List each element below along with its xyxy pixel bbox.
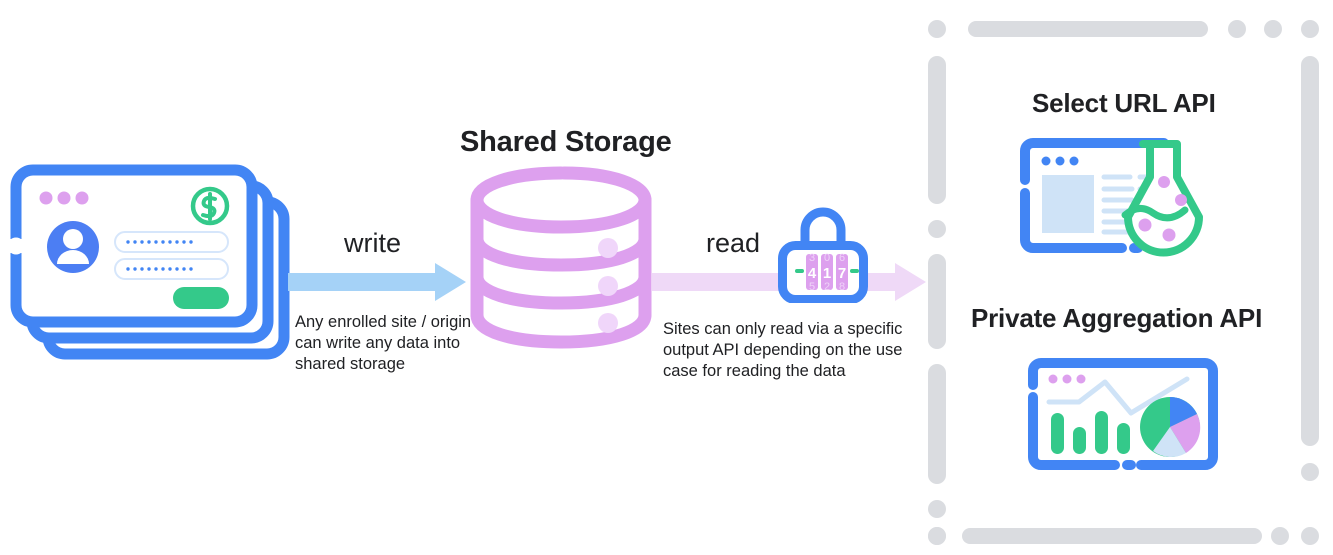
panel-border-dash (1228, 20, 1246, 38)
panel-border-dash (1301, 20, 1319, 38)
svg-text:3: 3 (809, 252, 815, 264)
panel-border-dash (928, 364, 946, 484)
browser-window-with-charts-icon (1027, 357, 1219, 479)
svg-text:8: 8 (839, 281, 845, 293)
panel-border-dash (962, 528, 1262, 544)
private-aggregation-api-title: Private Aggregation API (971, 303, 1263, 333)
svg-text:2: 2 (824, 281, 830, 293)
panel-border-dash (928, 254, 946, 349)
panel-border-dash (928, 527, 946, 545)
panel-border-dash (1301, 56, 1319, 446)
panel-border-dash (1301, 527, 1319, 545)
svg-text:6: 6 (839, 252, 845, 264)
write-flow-label: write (344, 228, 402, 258)
output-apis-panel (920, 8, 1325, 548)
write-flow-description: Any enrolled site / origin can write any… (295, 313, 472, 373)
read-flow-label: read (706, 228, 761, 258)
select-url-api-title: Select URL API (1032, 88, 1216, 118)
read-flow-description: Sites can only read via a specific outpu… (663, 320, 903, 380)
write-arrow (288, 262, 468, 302)
stacked-browser-login-cards-icon (7, 160, 298, 365)
shared-storage-title: Shared Storage (460, 126, 672, 158)
panel-border-dash (1301, 463, 1319, 481)
panel-border-dash (928, 500, 946, 518)
svg-text:1: 1 (823, 265, 831, 282)
panel-border-dash (1271, 527, 1289, 545)
database-cylinder-icon (466, 165, 656, 350)
panel-border-dash (928, 20, 946, 38)
browser-window-with-flask-icon (1012, 135, 1232, 260)
svg-text:7: 7 (838, 265, 846, 282)
svg-text:4: 4 (808, 265, 817, 282)
panel-border-dash (928, 56, 946, 204)
panel-border-dash (928, 220, 946, 238)
panel-border-dash (1264, 20, 1282, 38)
svg-text:0: 0 (824, 252, 830, 264)
panel-border-dash (968, 21, 1208, 37)
svg-text:5: 5 (809, 281, 815, 293)
